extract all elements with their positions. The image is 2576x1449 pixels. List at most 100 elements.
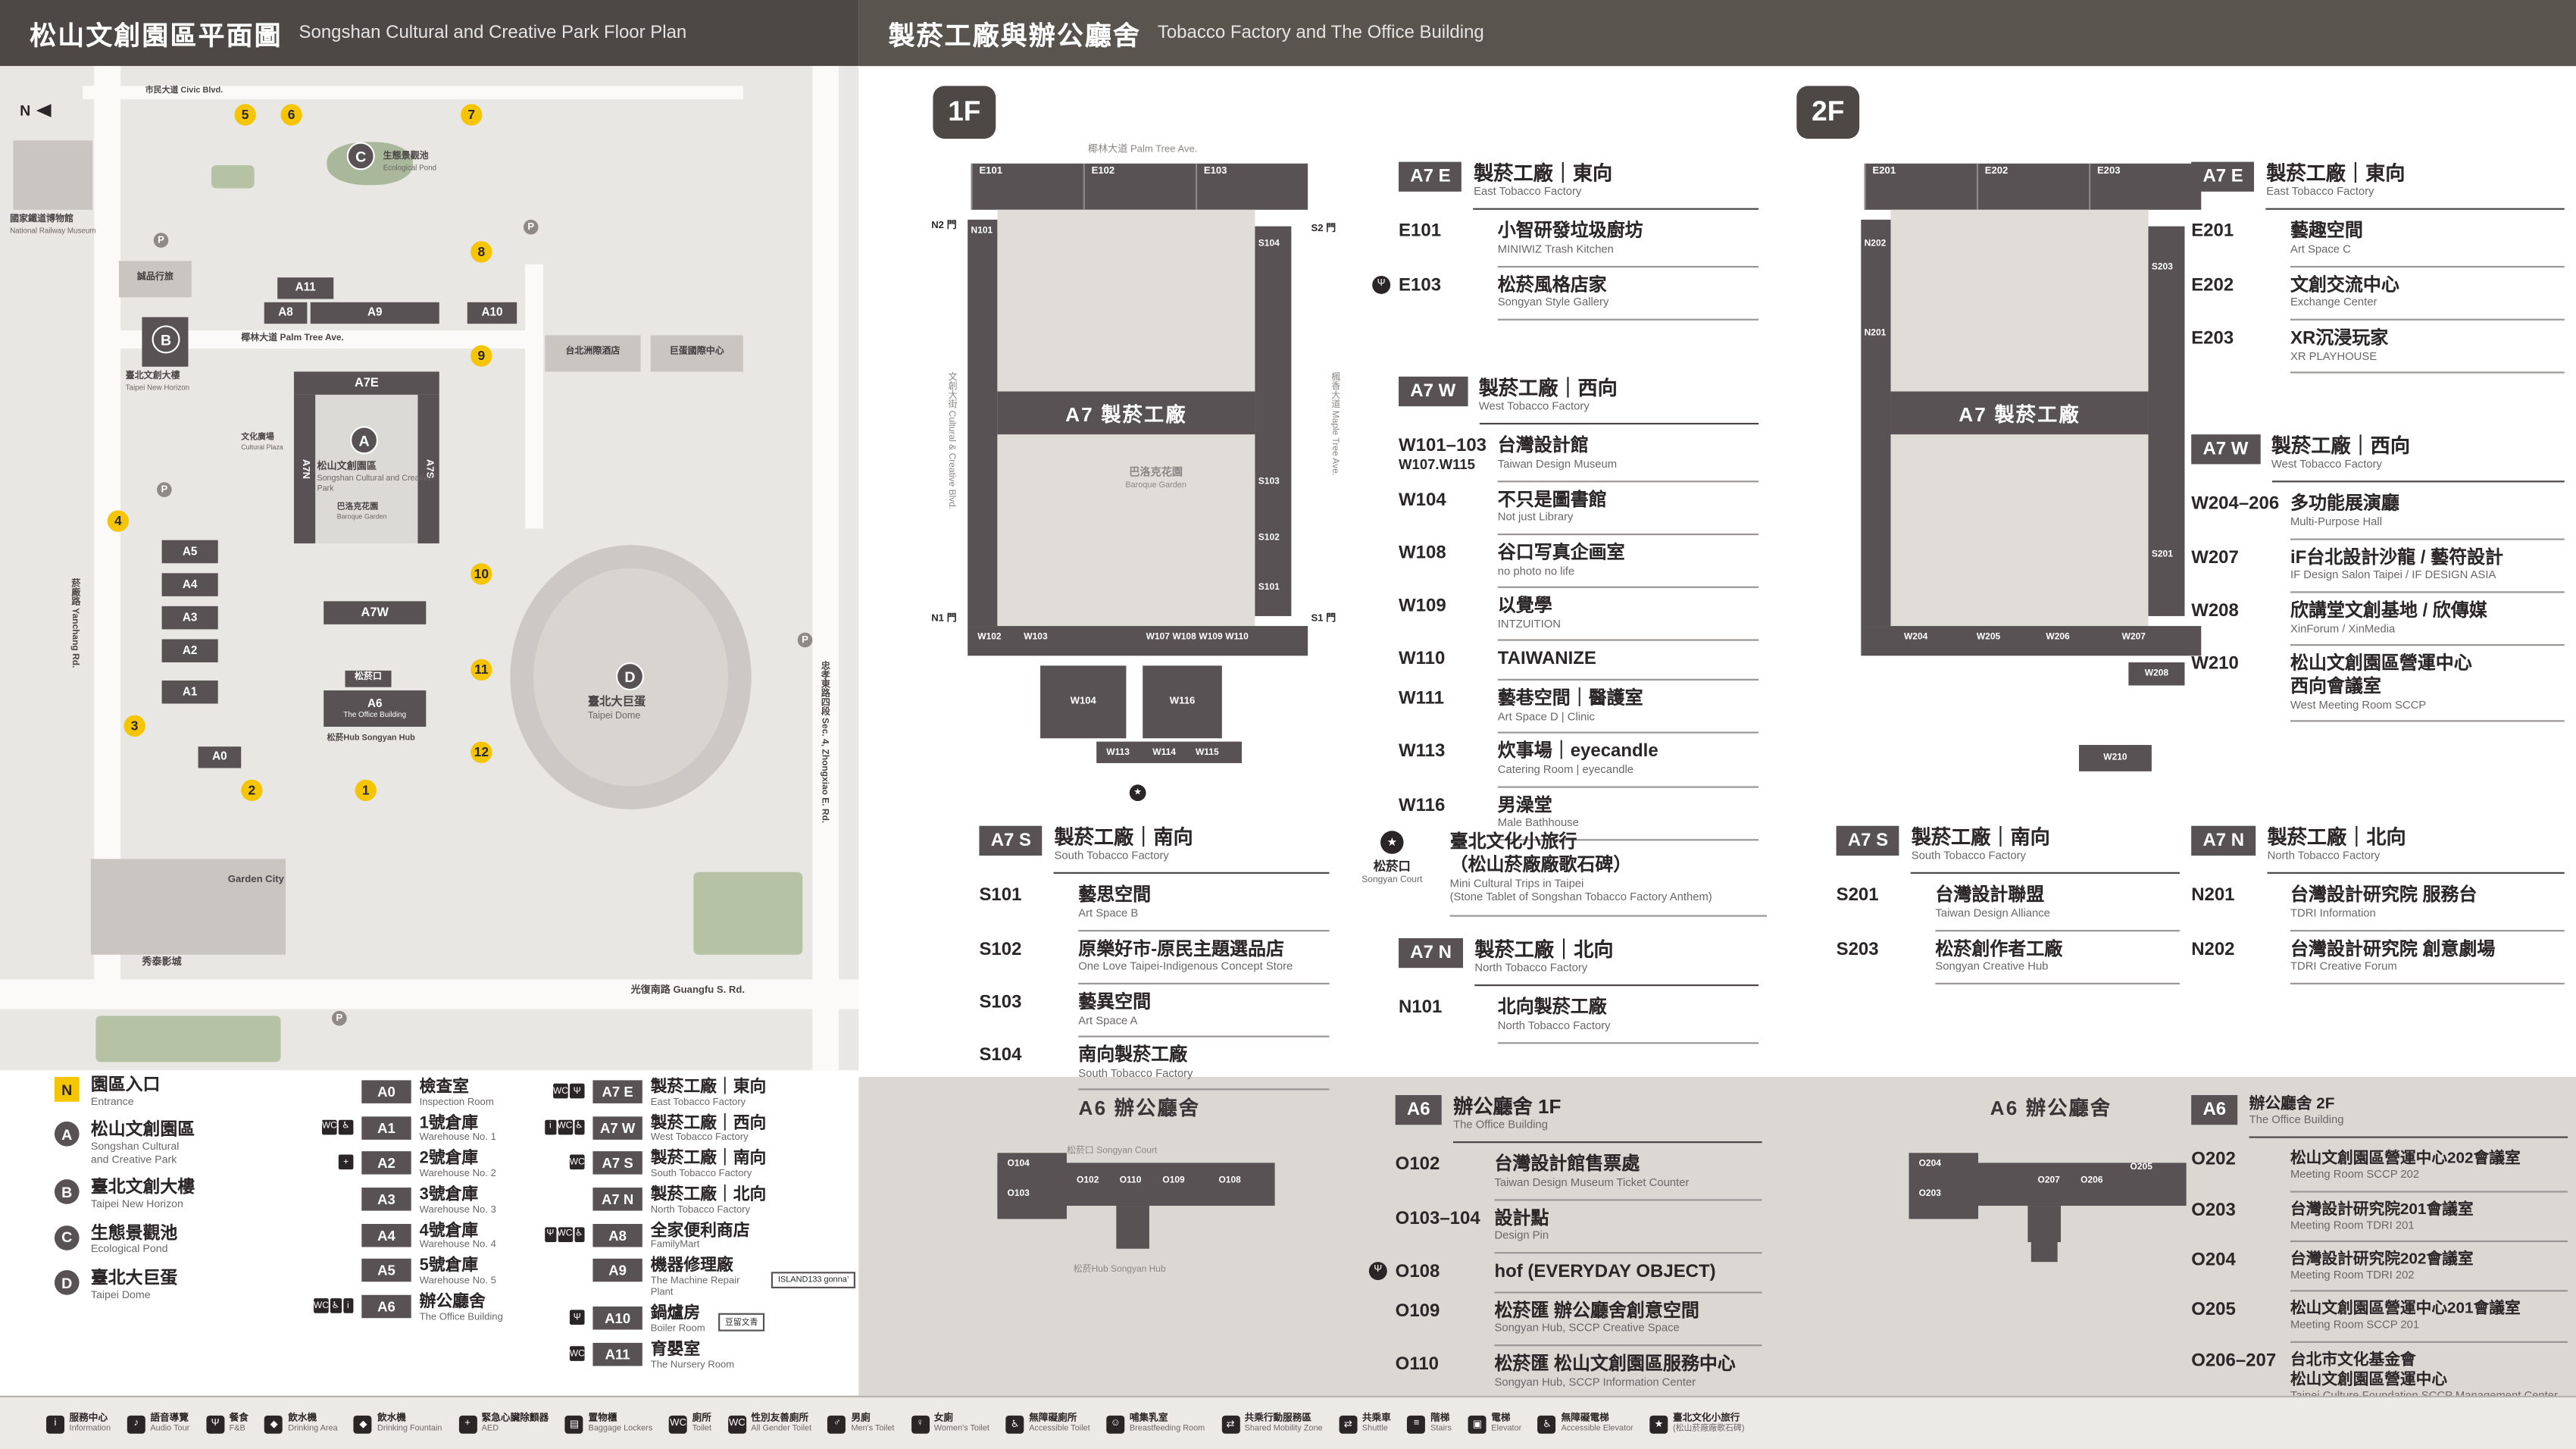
legend-code: A2 bbox=[361, 1151, 411, 1175]
gate-n2: N2 門 bbox=[931, 221, 957, 232]
entrance-marker: 1 bbox=[355, 779, 377, 802]
plan-room-w208: W208 bbox=[2128, 662, 2185, 686]
plan-room-label: N201 bbox=[1864, 328, 1887, 339]
plan-room-label: O205 bbox=[2130, 1163, 2152, 1173]
map-label: 秀泰影城 bbox=[142, 958, 182, 969]
plan-room-label: W107 bbox=[1146, 632, 1170, 643]
map-building: A11 bbox=[277, 277, 334, 299]
plan-room-w104: W104 bbox=[1040, 665, 1127, 739]
facility-icon: ★ bbox=[1649, 1414, 1668, 1433]
legend-code: A8 bbox=[592, 1223, 642, 1247]
plan-room-label: S103 bbox=[1258, 477, 1280, 487]
songyan-court-entry: ★ 松菸口 Songyan Court 臺北文化小旅行 （松山菸廠廠歌石碑） M… bbox=[1351, 831, 1768, 918]
entrance-marker: 8 bbox=[470, 241, 492, 263]
hub-label: 松菸Hub Songyan Hub bbox=[1073, 1265, 1166, 1275]
badge-a7w: A7 W bbox=[2191, 434, 2260, 465]
office-bar bbox=[1909, 1163, 2187, 1206]
badge-a7n: A7 N bbox=[2191, 825, 2256, 856]
area-marker: D bbox=[615, 662, 645, 691]
plan-room-label: E202 bbox=[1976, 163, 2089, 210]
plan-center-band: A7 製菸工廠 bbox=[1890, 391, 2149, 435]
legend-icons: Ψ bbox=[545, 1307, 585, 1325]
facility-icon: ☺ bbox=[1106, 1414, 1125, 1433]
plan-west-wing: N101 bbox=[968, 219, 998, 627]
facility-icon: + bbox=[458, 1414, 477, 1433]
legend-badge: 豆留文青 bbox=[718, 1312, 765, 1331]
map-building bbox=[315, 394, 418, 544]
right-header: 製菸工廠與辦公廳舍 Tobacco Factory and The Office… bbox=[858, 0, 2576, 67]
facility-icon: ♂ bbox=[827, 1414, 846, 1433]
entrance-marker: 5 bbox=[234, 104, 256, 126]
entrance-marker: 2 bbox=[241, 779, 263, 802]
facility-icon: ♀ bbox=[911, 1414, 930, 1433]
plan-room-label: W114 bbox=[1152, 748, 1176, 759]
facility-icon: ◆ bbox=[264, 1414, 283, 1433]
legend-marker: A bbox=[54, 1122, 80, 1147]
legend-marker: C bbox=[54, 1225, 80, 1250]
plan-room-label: O203 bbox=[1918, 1189, 1941, 1200]
plan-room-label: S201 bbox=[2151, 549, 2173, 560]
facility-icon: ⇄ bbox=[1221, 1414, 1240, 1433]
facility-icon: ▣ bbox=[1468, 1414, 1487, 1433]
plan-room-label: O204 bbox=[1918, 1160, 1941, 1170]
parking-icon: P bbox=[523, 219, 539, 235]
facility-icon: ◆ bbox=[354, 1414, 373, 1433]
entrance-marker: 12 bbox=[470, 741, 492, 763]
entrance-marker: 9 bbox=[470, 345, 492, 367]
legend-code: A7 S bbox=[592, 1151, 642, 1175]
plan-room-label: W103 bbox=[1024, 632, 1048, 643]
legend-icons: WC bbox=[545, 1343, 585, 1361]
legend-icons bbox=[545, 1188, 584, 1191]
legend-code: A4 bbox=[361, 1223, 411, 1247]
entrance-marker: 11 bbox=[470, 659, 492, 681]
plan-room-label: W108 bbox=[1172, 632, 1196, 643]
plan-room-label: N202 bbox=[1864, 239, 1887, 250]
map-label: 光復南路 Guangfu S. Rd. bbox=[630, 986, 745, 997]
legend-badge: ISLAND133 gonna’ bbox=[771, 1271, 855, 1288]
office-foot bbox=[2030, 1241, 2058, 1263]
map-building: A8 bbox=[264, 302, 308, 324]
legend-code: A7 E bbox=[592, 1080, 642, 1103]
area-marker: C bbox=[346, 142, 375, 171]
gate-n1: N1 門 bbox=[931, 614, 957, 624]
